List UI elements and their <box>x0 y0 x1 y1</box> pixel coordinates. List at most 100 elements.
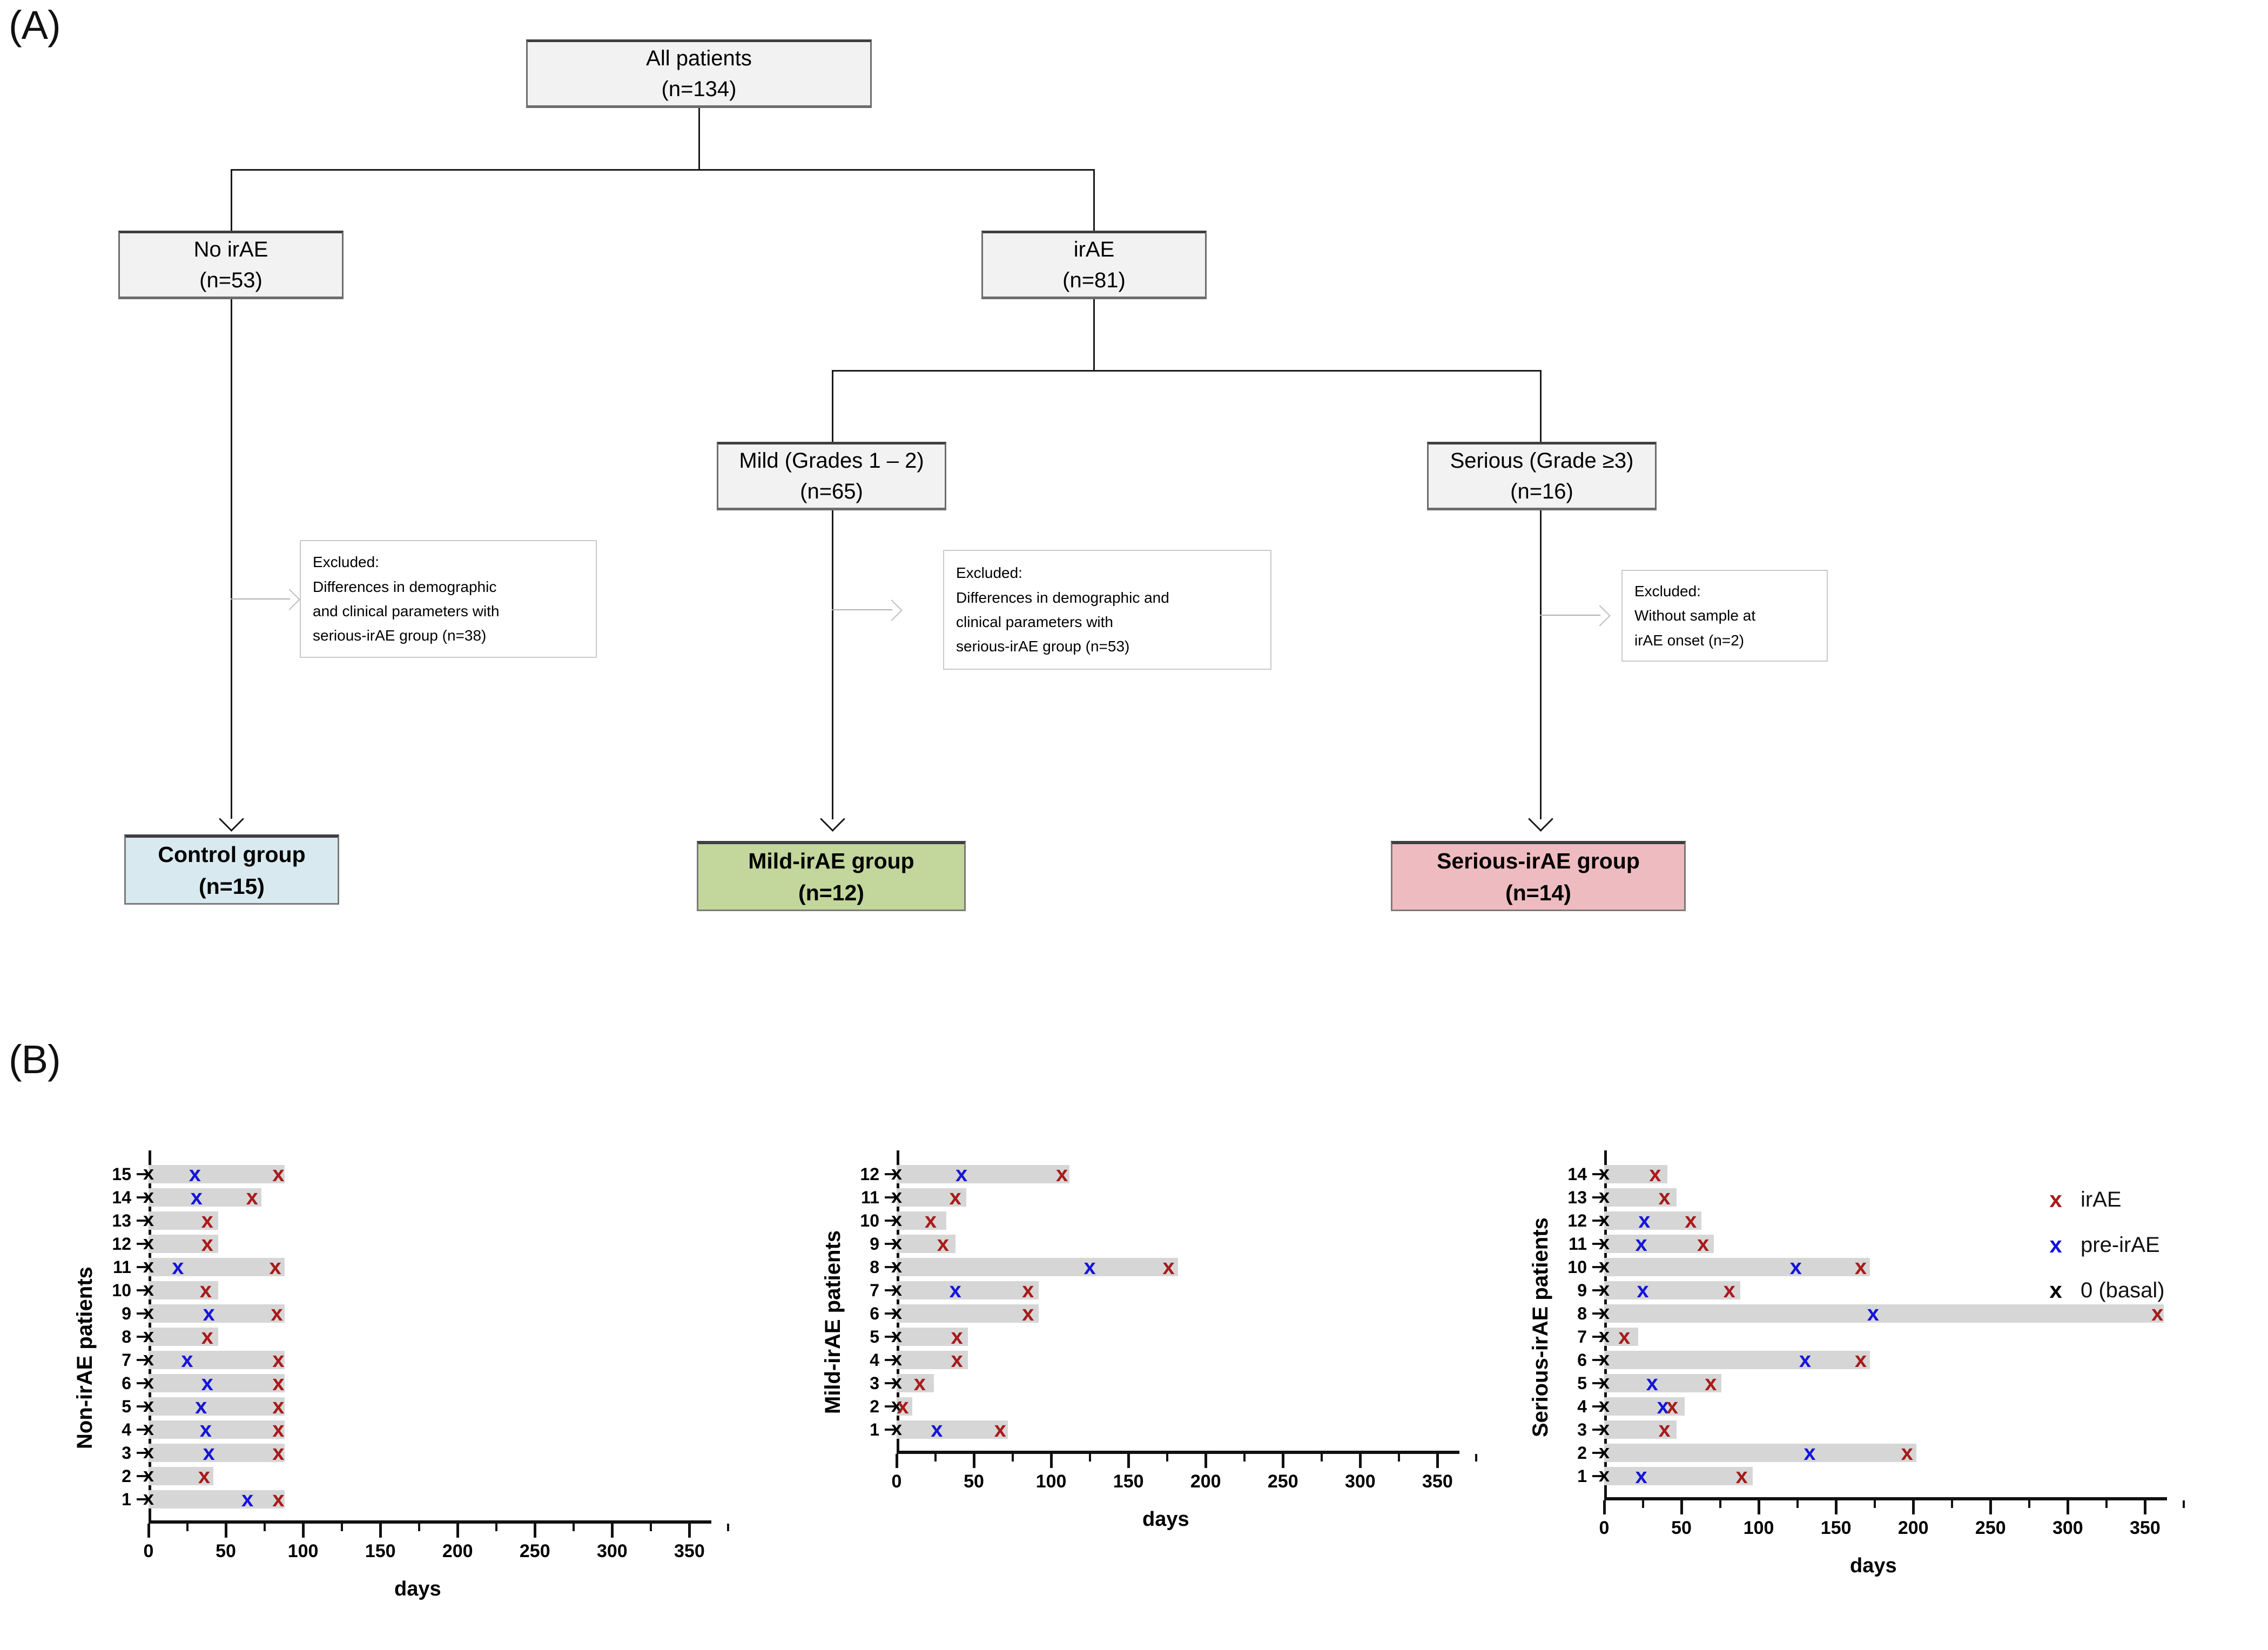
y-axis-tick-label: 10 <box>112 1280 131 1300</box>
patient-timeline-bar <box>149 1281 218 1299</box>
exclusion-arrow-line-3 <box>1540 615 1600 616</box>
x-axis-minor-tick <box>1641 1500 1644 1508</box>
marker-irae-icon: x <box>1697 1231 1710 1256</box>
marker-irae-icon: x <box>1022 1301 1034 1325</box>
patient-timeline-bar <box>149 1234 218 1253</box>
y-axis-tick <box>885 1405 898 1407</box>
patient-timeline-bar <box>149 1350 285 1369</box>
x-axis-minor-tick <box>1011 1454 1014 1462</box>
exclusion-arrow-line-1 <box>231 598 290 600</box>
marker-pre-irae-icon: x <box>1657 1394 1669 1418</box>
patient-timeline-bar <box>149 1420 285 1439</box>
marker-irae-icon: x <box>1854 1348 1867 1372</box>
exclusion-box-1-line-3: serious-irAE group (n=38) <box>313 627 487 644</box>
marker-irae-icon: x <box>924 1208 937 1233</box>
marker-basal-icon: x <box>1598 1301 1610 1323</box>
y-axis-tick <box>137 1428 150 1431</box>
x-axis-minor-tick <box>1950 1500 1953 1508</box>
y-axis-tick <box>1592 1173 1605 1175</box>
x-axis-tick <box>1680 1500 1684 1514</box>
y-axis-tick <box>1592 1382 1605 1384</box>
marker-irae-icon: x <box>1854 1255 1867 1279</box>
y-axis-tick <box>1592 1474 1605 1477</box>
marker-basal-icon: x <box>143 1254 154 1277</box>
y-axis-tick <box>885 1335 898 1338</box>
x-axis-tick-label: 200 <box>1897 1518 1929 1538</box>
patient-timeline-bar <box>897 1211 946 1230</box>
marker-pre-irae-icon: x <box>203 1301 215 1325</box>
result-box-mild-irae-group-title: Mild-irAE group <box>748 848 914 874</box>
exclusion-box-2-line-2: clinical parameters with <box>956 614 1113 630</box>
flow-node-irae-count: (n=81) <box>1062 268 1126 292</box>
flow-node-serious-count: (n=16) <box>1510 479 1573 503</box>
panel-b-label: (B) <box>9 1037 61 1082</box>
legend-marker-basal-icon: x <box>2049 1277 2062 1303</box>
y-axis-tick <box>885 1265 898 1268</box>
exclusion-arrow-head-2 <box>881 600 903 621</box>
y-axis-tick-label: 9 <box>122 1303 131 1323</box>
y-axis-title: Non-irAE patients <box>73 1266 97 1449</box>
patient-timeline-bar <box>1604 1188 1677 1207</box>
patient-timeline-bar <box>1604 1164 1668 1183</box>
y-axis-tick-label: 10 <box>1567 1257 1587 1277</box>
marker-basal-icon: x <box>1598 1370 1610 1393</box>
marker-irae-icon: x <box>2151 1301 2164 1325</box>
x-axis-tick-label: 0 <box>143 1541 154 1561</box>
y-axis-tick-label: 3 <box>870 1373 879 1393</box>
patient-timeline-bar <box>897 1164 1070 1183</box>
x-axis-tick <box>379 1524 382 1538</box>
y-axis-tick <box>137 1405 150 1407</box>
stem-serious-down <box>1540 510 1542 819</box>
connector-irae-to-split <box>1093 299 1095 371</box>
x-axis-tick <box>1359 1454 1362 1468</box>
x-axis-tick <box>1758 1500 1761 1514</box>
marker-pre-irae-icon: x <box>1799 1348 1812 1372</box>
exclusion-box-3-line-1: Without sample at <box>1634 607 1756 624</box>
patient-timeline-bar <box>897 1397 912 1416</box>
marker-pre-irae-icon: x <box>1867 1301 1879 1325</box>
x-axis <box>1604 1497 2167 1500</box>
flow-node-mild-count: (n=65) <box>800 479 863 503</box>
patient-timeline-bar <box>1604 1327 1638 1346</box>
x-axis-tick-label: 250 <box>519 1541 550 1561</box>
exclusion-box-3-heading: Excluded: <box>1634 582 1701 600</box>
x-axis-minor-tick <box>1475 1454 1477 1462</box>
patient-timeline-bar <box>897 1327 968 1346</box>
y-axis-tick-label: 1 <box>1577 1466 1587 1486</box>
y-axis-tick-label: 5 <box>870 1326 879 1346</box>
x-axis-minor-tick <box>1088 1454 1091 1462</box>
marker-basal-icon: x <box>143 1184 154 1207</box>
x-axis-tick <box>1050 1454 1053 1468</box>
y-axis-tick <box>137 1173 150 1175</box>
y-axis-tick <box>885 1428 898 1431</box>
x-axis-minor-tick <box>2028 1500 2030 1508</box>
patient-timeline-bar <box>149 1443 285 1462</box>
x-axis-tick <box>896 1454 898 1468</box>
y-axis-title: Mild-irAE patients <box>821 1230 845 1414</box>
marker-irae-icon: x <box>198 1464 211 1488</box>
marker-pre-irae-icon: x <box>203 1440 215 1465</box>
x-axis-tick <box>1127 1454 1130 1468</box>
marker-basal-icon: x <box>143 1301 154 1323</box>
exclusion-box-2-line-1: Differences in demographic and <box>956 589 1169 606</box>
y-axis-tick <box>885 1358 898 1361</box>
marker-basal-icon: x <box>143 1277 154 1300</box>
x-axis-tick <box>1204 1454 1208 1468</box>
x-axis-tick-label: 300 <box>1344 1471 1376 1492</box>
exclusion-box-1-line-1: Differences in demographic <box>313 578 497 595</box>
patient-timeline-bar <box>1604 1466 1753 1485</box>
y-axis-tick <box>137 1265 150 1268</box>
marker-irae-icon: x <box>201 1208 213 1233</box>
patient-timeline-bar <box>149 1397 285 1416</box>
x-axis-minor-tick <box>934 1454 937 1462</box>
exclusion-arrow-line-2 <box>832 609 892 610</box>
x-axis-tick-label: 150 <box>365 1541 396 1561</box>
marker-irae-icon: x <box>951 1324 963 1349</box>
marker-basal-icon: x <box>891 1161 903 1184</box>
y-axis-tick-label: 8 <box>122 1326 131 1346</box>
y-axis-tick-label: 15 <box>112 1164 131 1184</box>
y-axis-tick <box>1592 1289 1605 1291</box>
x-axis-minor-tick <box>340 1524 343 1531</box>
x-axis-minor-tick <box>649 1524 652 1531</box>
